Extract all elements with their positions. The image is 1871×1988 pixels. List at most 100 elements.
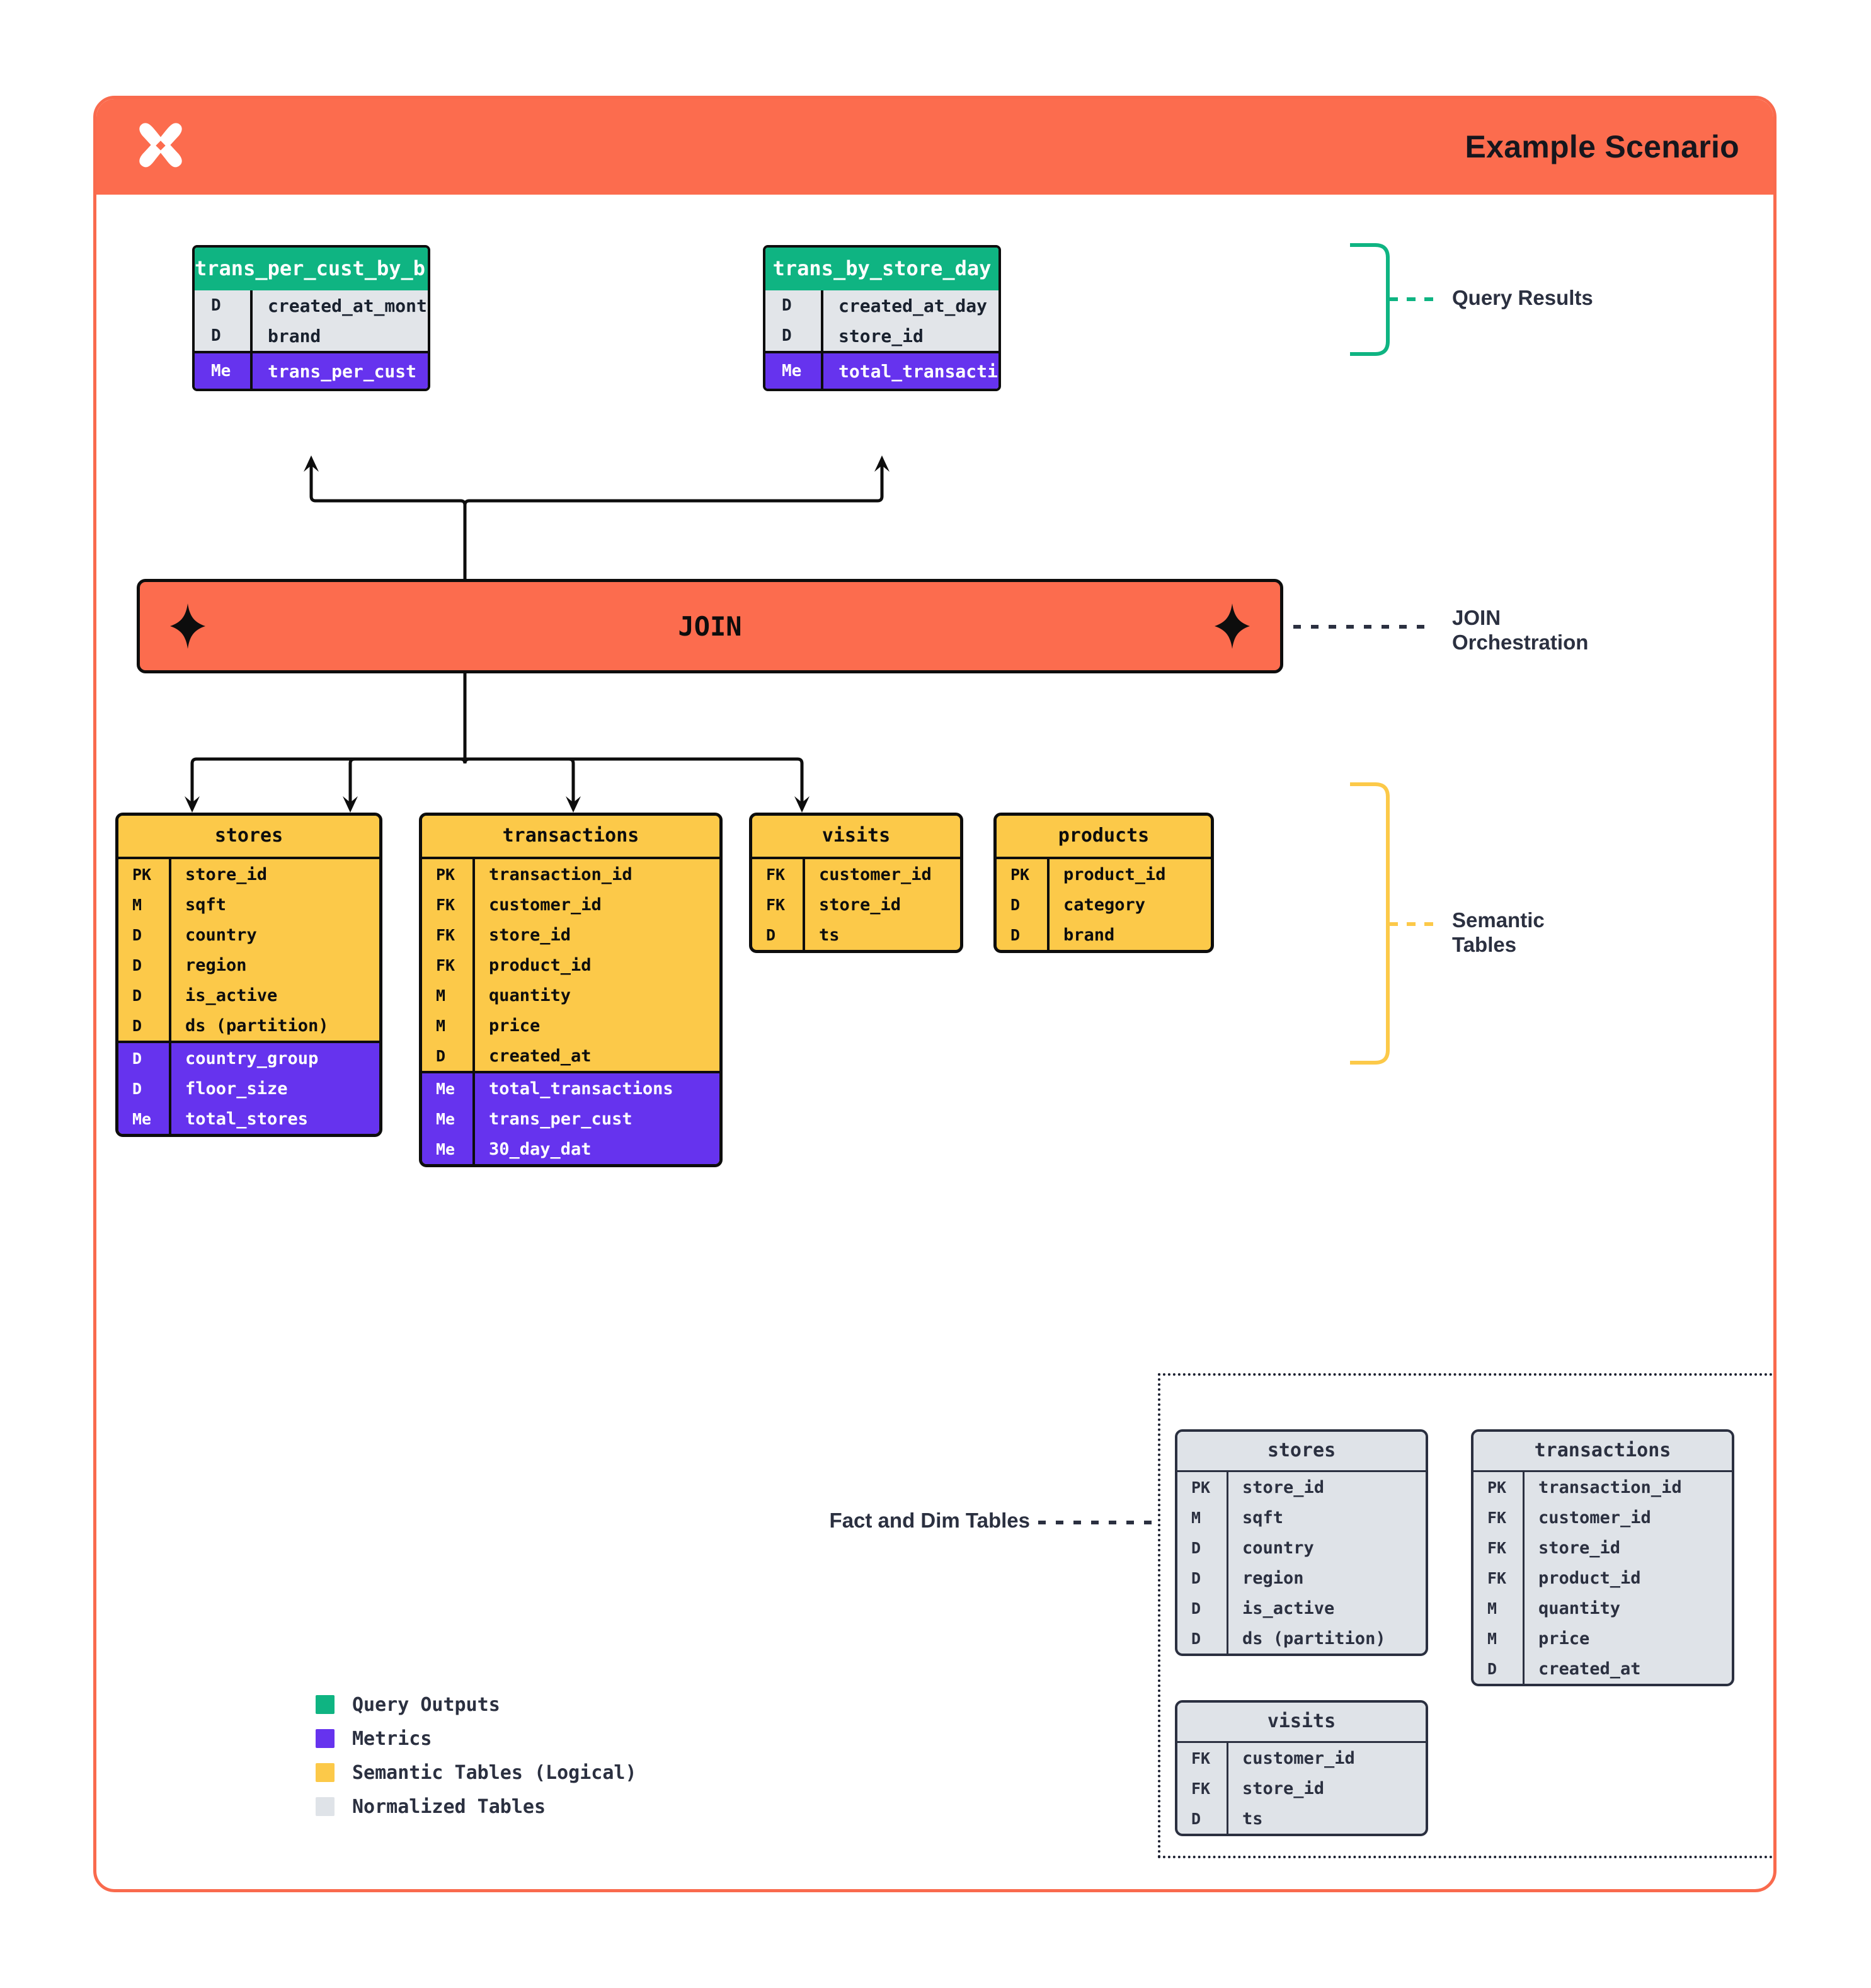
table-row[interactable]: Me total_transactions: [765, 353, 998, 389]
column-kind: M: [436, 1016, 446, 1035]
card-header: Example Scenario: [96, 99, 1773, 195]
query-result-table[interactable]: trans_by_store_day D created_at_day D st…: [763, 245, 1001, 391]
legend-label: Metrics: [352, 1727, 432, 1750]
column-name: product_id: [1523, 1563, 1732, 1593]
column-name: ds (partition): [1227, 1623, 1426, 1654]
query-result-table[interactable]: trans_per_cust_by_brand_month D created_…: [192, 245, 430, 391]
table-row[interactable]: Me trans_per_cust: [195, 353, 428, 389]
column-kind: D: [1010, 925, 1021, 944]
column-kind: PK: [1487, 1478, 1507, 1497]
column-kind: Me: [436, 1109, 455, 1128]
column-kind: D: [132, 1049, 142, 1068]
column-name: price: [1523, 1623, 1732, 1654]
table-row[interactable]: D created_at_day: [765, 290, 998, 321]
column-name: sqft: [169, 889, 379, 920]
column-kind: PK: [1010, 865, 1030, 884]
column-name: country_group: [169, 1043, 379, 1073]
column-kind: D: [1191, 1809, 1201, 1828]
column-name: ds (partition): [169, 1010, 379, 1041]
join-orchestration-band[interactable]: JOIN: [137, 579, 1283, 673]
legend-item: Normalized Tables: [316, 1790, 637, 1824]
table-title: trans_per_cust_by_brand_month: [195, 248, 428, 290]
column-name: region: [169, 950, 379, 980]
column-name: created_at_month: [250, 290, 428, 321]
column-kind: FK: [1487, 1568, 1507, 1587]
column-kind: D: [766, 925, 776, 944]
column-kind: D: [1191, 1599, 1201, 1618]
column-kind: M: [1487, 1599, 1497, 1618]
legend: Query Outputs Metrics Semantic Tables (L…: [316, 1688, 637, 1824]
table-dimensions: D created_at_day D store_id: [765, 290, 998, 351]
column-name: store_id: [1227, 1472, 1426, 1502]
table-row[interactable]: FK product_id: [1473, 1563, 1732, 1593]
column-name: country: [169, 920, 379, 950]
column-kind: Me: [782, 362, 802, 380]
legend-label: Semantic Tables (Logical): [352, 1761, 637, 1784]
annotation-query-results: Query Results: [1452, 286, 1593, 309]
x-logo-icon: [139, 123, 182, 168]
table-metrics: Me trans_per_cust: [195, 351, 428, 389]
table-row[interactable]: D brand: [195, 321, 428, 351]
legend-swatch-semantic-tables: [316, 1763, 335, 1782]
column-kind: FK: [1487, 1508, 1507, 1527]
legend-swatch-metrics: [316, 1729, 335, 1748]
column-kind: D: [132, 1079, 142, 1098]
column-name: created_at: [1523, 1654, 1732, 1684]
table-title: visits: [752, 816, 960, 859]
column-name: floor_size: [169, 1073, 379, 1104]
column-kind: D: [782, 296, 792, 315]
table-dimensions: D created_at_month D brand: [195, 290, 428, 351]
table-row[interactable]: D created_at_month: [195, 290, 428, 321]
table-row[interactable]: D store_id: [765, 321, 998, 351]
column-name: transaction_id: [472, 859, 719, 889]
